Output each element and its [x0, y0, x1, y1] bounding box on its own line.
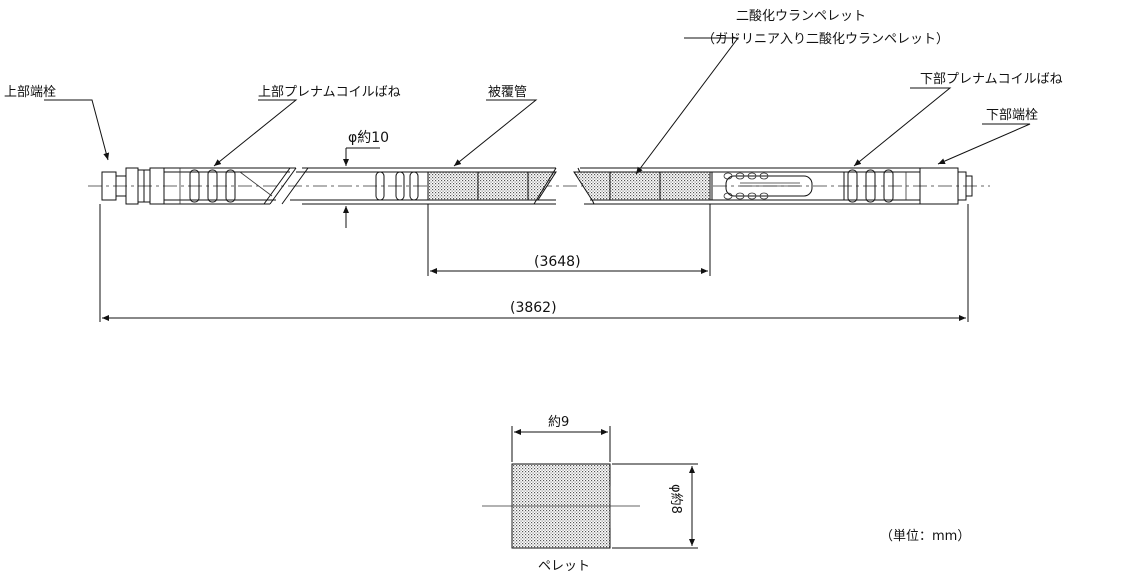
pellet-caption: ペレット: [538, 559, 590, 574]
fuel-rod: [88, 167, 990, 205]
fuel-stack-length-label: (3648): [534, 254, 581, 270]
pellet-stack-lower: [573, 171, 711, 201]
pellet-diameter-label: φ約8: [668, 484, 683, 514]
lower-plenum-spring-label: 下部プレナムコイルばね: [920, 72, 1063, 87]
pellet-width-label: 約9: [548, 415, 569, 430]
pellet-stack-upper: [427, 171, 557, 201]
rod-diameter-label: φ約10: [348, 130, 389, 146]
drawing-labels: 上部端栓 上部プレナムコイルばね 被覆管 二酸化ウランペレット （ガドリニア入り…: [4, 9, 1063, 574]
lower-end-plug-label: 下部端栓: [986, 108, 1038, 123]
upper-plenum-spring: [189, 169, 273, 203]
total-length-label: (3862): [510, 300, 557, 316]
unit-note: （単位：mm）: [880, 528, 970, 544]
gd-pellet-label: （ガドリニア入り二酸化ウランペレット）: [702, 32, 949, 47]
upper-plenum-spring-label: 上部プレナムコイルばね: [258, 85, 401, 100]
cladding-tube-label: 被覆管: [488, 85, 527, 100]
upper-end-plug-label: 上部端栓: [4, 85, 56, 100]
upper-end-plug: [101, 167, 165, 205]
cladding-left-segment: [164, 167, 297, 205]
cladding-right-segment: [573, 167, 920, 205]
leader-lines: [44, 37, 1031, 175]
cladding-middle-segment: [281, 167, 557, 205]
lower-end-plug: [919, 167, 973, 205]
pellet-detail: [482, 426, 698, 549]
uo2-pellet-label: 二酸化ウランペレット: [736, 9, 866, 24]
dimension-lines: [99, 147, 969, 322]
lower-plenum-spring: [847, 169, 907, 203]
